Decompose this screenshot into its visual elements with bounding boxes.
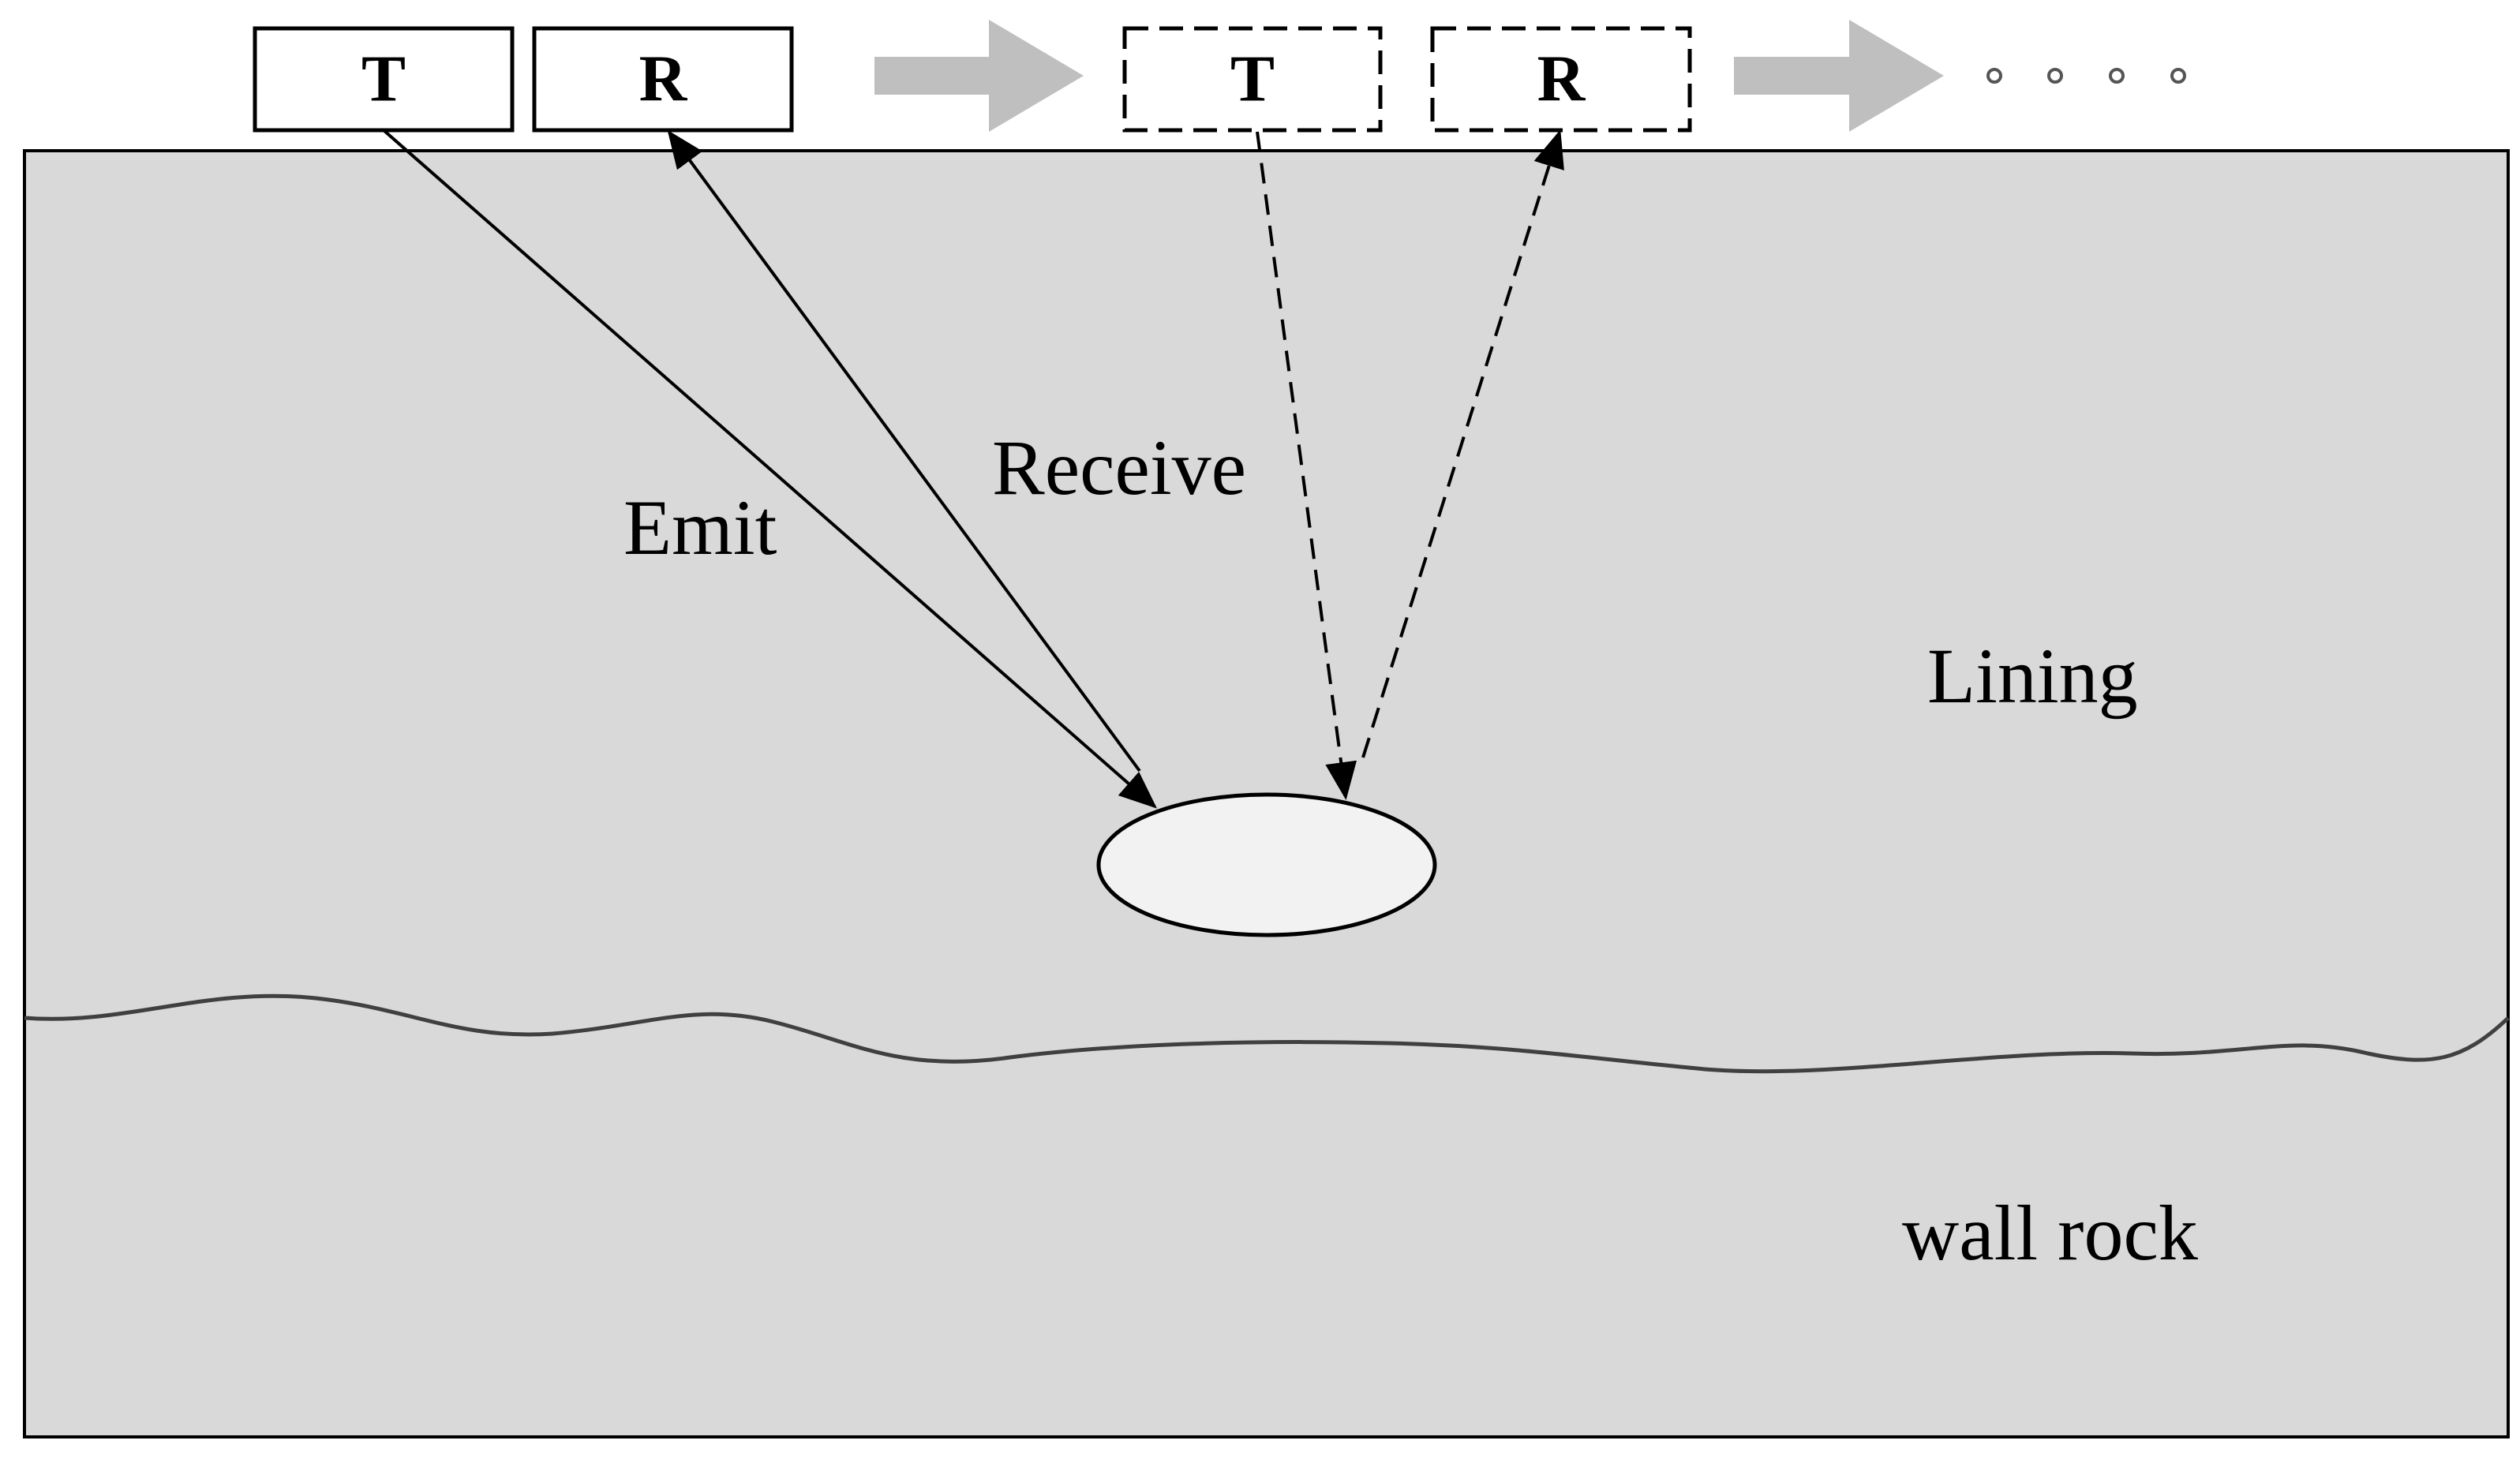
emit-ray-next [1256, 131, 1357, 800]
continuation-dots [1986, 68, 2186, 84]
receiver-label-current: R [639, 43, 688, 116]
lining-label: Lining [1927, 632, 2138, 720]
emit-ray-current [382, 129, 1158, 809]
receive-ray-next [1361, 129, 1564, 758]
emit-label: Emit [623, 484, 777, 571]
transmitter-box-current [253, 26, 515, 133]
receiver-label-next: R [1537, 43, 1586, 116]
continuation-dot [2109, 68, 2125, 84]
move-arrow-2 [1734, 20, 1944, 132]
transmitter-label-next: T [1230, 43, 1275, 116]
receiver-box-current [532, 26, 794, 133]
antenna-next: T R [1122, 26, 1692, 133]
transmitter-box-next [1122, 26, 1383, 133]
continuation-dot [2170, 68, 2186, 84]
receive-label: Receive [992, 424, 1246, 511]
wall-rock-label: wall rock [1902, 1189, 2198, 1277]
cavity [1096, 792, 1437, 937]
transmitter-label-current: T [361, 43, 406, 116]
lining-wall-rock-boundary [24, 993, 2510, 1074]
receive-ray-current [667, 129, 1141, 773]
continuation-dot [1986, 68, 2002, 84]
antenna-current: T R [253, 26, 794, 133]
continuation-dot [2047, 68, 2063, 84]
move-arrow-1 [874, 20, 1084, 132]
